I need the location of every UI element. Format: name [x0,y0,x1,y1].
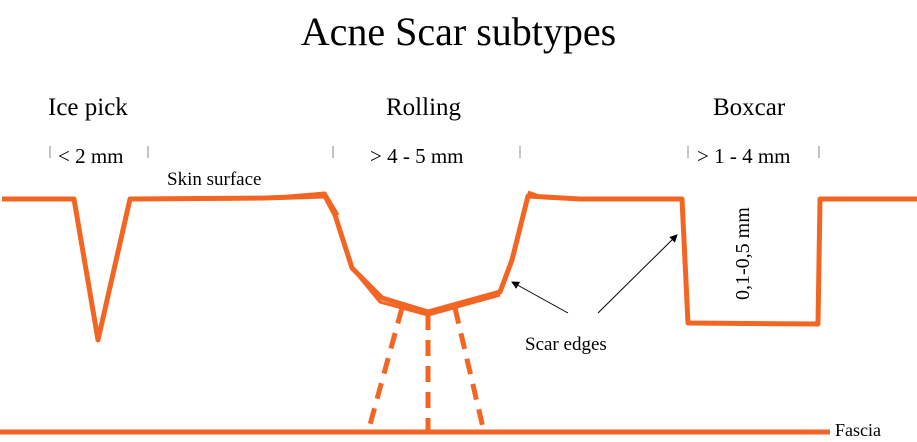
scar-edge-arrow-rolling [511,281,569,314]
boxcar-size: > 1 - 4 mm [697,144,791,168]
fascia-label: Fascia [835,420,881,440]
icepick-size: < 2 mm [58,144,124,168]
diagram-title: Acne Scar subtypes [300,9,617,54]
skin-surface-line [2,193,917,343]
boxcar-heading: Boxcar [713,94,786,121]
width-markers [49,146,820,158]
boxcar-depth-label: 0,1-0,5 mm [732,207,754,300]
icepick-heading: Ice pick [48,94,128,121]
rolling-scar-thickening [264,190,581,317]
skin-surface-label: Skin surface [167,169,262,190]
scar-edge-arrow-boxcar [597,234,678,314]
fascia-tethers [365,307,487,433]
rolling-size: > 4 - 5 mm [370,144,464,168]
rolling-heading: Rolling [386,94,462,121]
scar-edges-label: Scar edges [525,334,607,355]
